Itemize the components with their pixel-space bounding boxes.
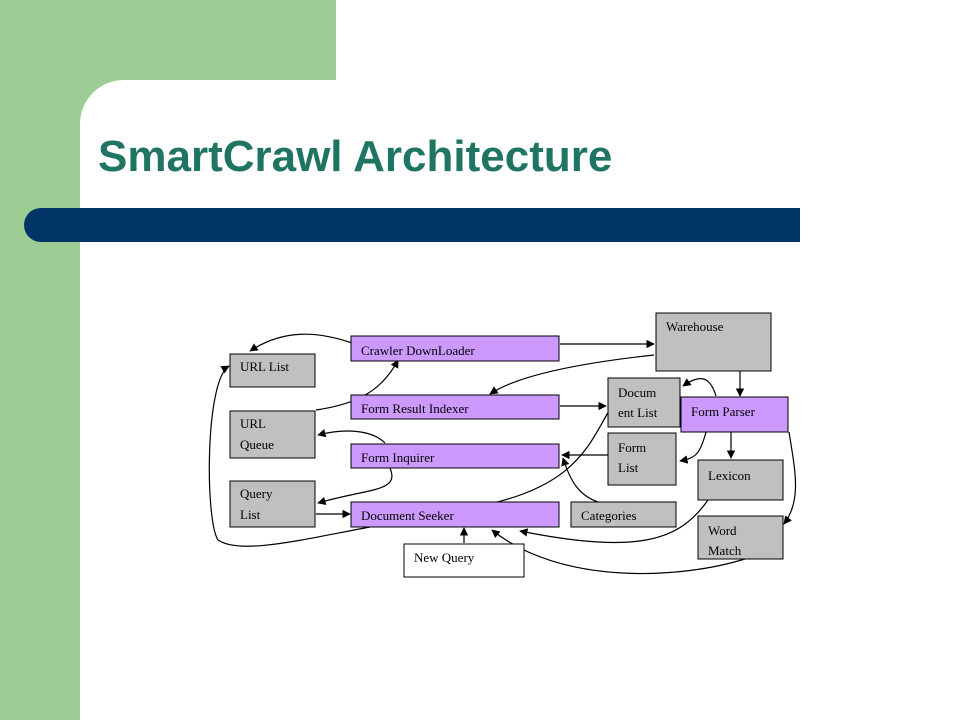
edge-formparser-to-wordmatch — [783, 431, 797, 525]
node-form-list: Form List — [607, 432, 677, 486]
svg-text:Word: Word — [708, 523, 737, 538]
svg-text:Form Result Indexer: Form Result Indexer — [361, 401, 469, 416]
edge-seeker-to-urllist — [208, 365, 371, 547]
node-new-query: New Query — [403, 543, 525, 578]
svg-text:Categories: Categories — [581, 508, 637, 523]
edge-formparser-to-doclist — [682, 378, 717, 397]
svg-text:Match: Match — [708, 543, 742, 558]
edge-inquirer-to-querylist — [317, 467, 393, 505]
svg-text:Warehouse: Warehouse — [666, 319, 724, 334]
title-underline-bar — [24, 208, 800, 242]
edge-lexicon-to-seeker — [519, 499, 709, 544]
node-document-seeker: Document Seeker — [350, 501, 560, 528]
edge-categories-to-inquirer — [561, 457, 599, 503]
node-form-inquirer: Form Inquirer — [350, 443, 560, 469]
node-categories: Categories — [570, 501, 677, 528]
node-crawler-downloader: Crawler DownLoader — [350, 335, 560, 362]
node-document-list: Docum ent List — [607, 377, 681, 428]
node-form-result-indexer: Form Result Indexer — [350, 394, 560, 420]
svg-text:ent List: ent List — [618, 405, 658, 420]
node-word-match: Word Match — [697, 515, 784, 560]
edge-inquirer-to-urlqueue — [317, 429, 386, 444]
edge-warehouse-to-indexer — [489, 354, 655, 395]
edge-crawler-to-urllist — [249, 333, 353, 352]
edge-formparser-to-formlist — [679, 431, 707, 464]
left-green-strip — [0, 0, 80, 720]
svg-text:Crawler DownLoader: Crawler DownLoader — [361, 343, 475, 358]
slide-title: SmartCrawl Architecture — [98, 132, 613, 181]
svg-text:Query: Query — [240, 486, 273, 501]
node-warehouse: Warehouse — [655, 312, 772, 372]
svg-text:Lexicon: Lexicon — [708, 468, 751, 483]
node-form-parser: Form Parser — [680, 396, 789, 433]
svg-text:Docum: Docum — [618, 385, 656, 400]
svg-text:Document Seeker: Document Seeker — [361, 508, 454, 523]
svg-text:Form Parser: Form Parser — [691, 404, 756, 419]
content-corner — [80, 80, 168, 168]
svg-text:URL: URL — [240, 416, 266, 431]
svg-text:New Query: New Query — [414, 550, 475, 565]
svg-text:List: List — [618, 460, 639, 475]
svg-text:URL List: URL List — [240, 359, 289, 374]
top-green-block — [80, 0, 336, 80]
svg-text:Form Inquirer: Form Inquirer — [361, 450, 435, 465]
node-lexicon: Lexicon — [697, 459, 784, 501]
node-url-list: URL List — [229, 353, 316, 388]
node-url-queue: URL Queue — [229, 410, 316, 459]
svg-text:List: List — [240, 507, 261, 522]
svg-text:Queue: Queue — [240, 437, 274, 452]
node-query-list: Query List — [229, 480, 316, 528]
svg-text:Form: Form — [618, 440, 646, 455]
edge-doclist-to-seeker — [467, 405, 613, 511]
